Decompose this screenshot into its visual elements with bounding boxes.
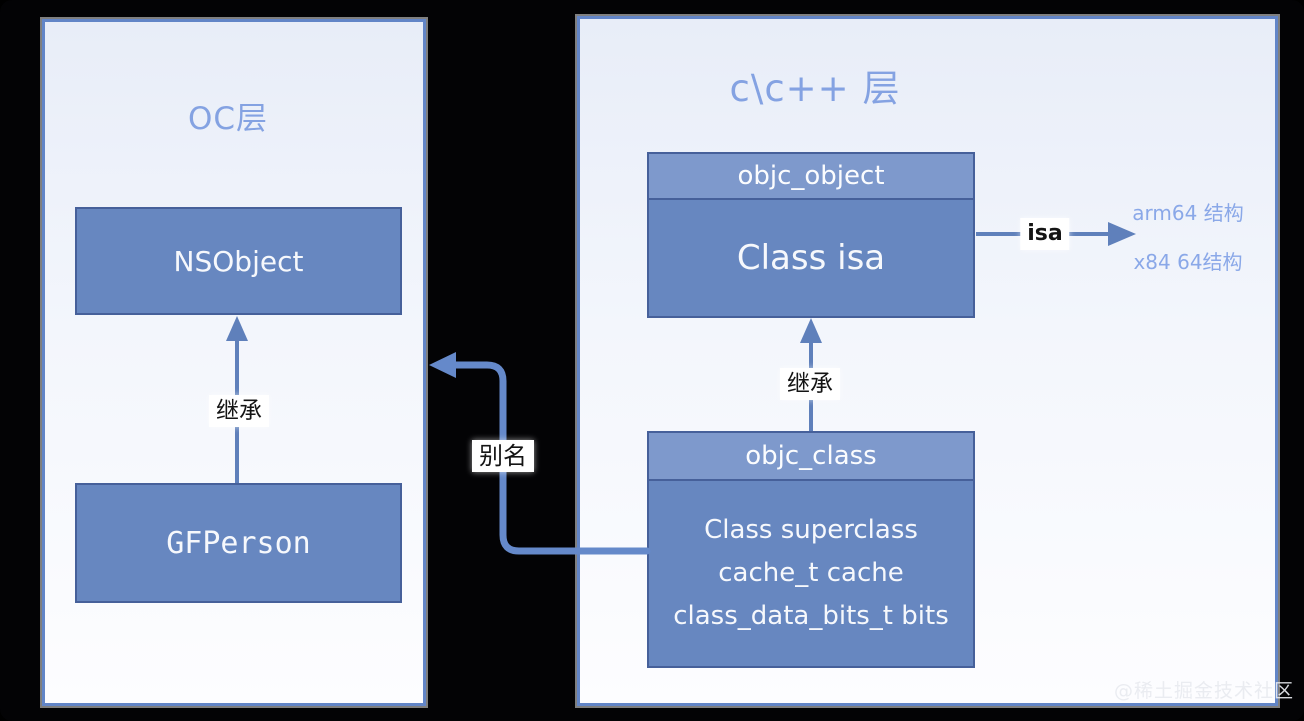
arm64-struct-label: arm64 结构	[1132, 201, 1244, 225]
gfperson-box: GFPerson	[75, 483, 402, 603]
nsobject-label: NSObject	[173, 244, 304, 278]
oc-layer-title: OC层	[187, 101, 269, 137]
isa-label: isa	[1020, 218, 1070, 250]
objc-class-header: objc_class	[649, 433, 973, 481]
inherit-label-oc: 继承	[209, 395, 269, 427]
inherit-label-cpp: 继承	[780, 368, 840, 400]
nsobject-box: NSObject	[75, 207, 402, 315]
watermark: @稀土掘金技术社区	[1114, 680, 1295, 702]
field-bits: class_data_bits_t bits	[673, 601, 949, 631]
objc-class-box: objc_class Class superclass cache_t cach…	[647, 431, 975, 668]
c-cpp-layer-title: c\c++ 层	[729, 67, 901, 110]
alias-label: 别名	[472, 440, 534, 472]
objc-object-box: objc_object Class isa	[647, 152, 975, 318]
x86-64-struct-label: x84 64结构	[1133, 250, 1243, 274]
field-superclass: Class superclass	[704, 515, 918, 545]
field-cache: cache_t cache	[718, 558, 904, 588]
gfperson-label: GFPerson	[166, 525, 311, 561]
objc-class-body: Class superclass cache_t cache class_dat…	[649, 481, 973, 666]
objc-object-body: Class isa	[736, 238, 886, 278]
objc-object-header: objc_object	[649, 154, 973, 200]
